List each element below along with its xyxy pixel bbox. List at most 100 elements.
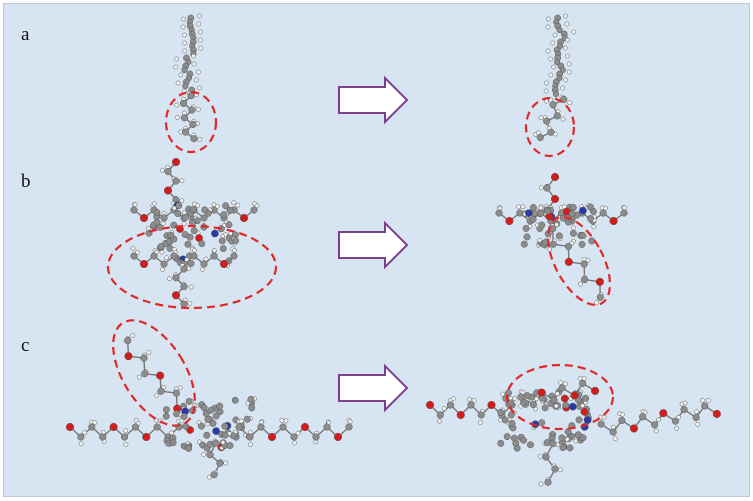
atom-C: [555, 232, 563, 240]
atom-C: [222, 202, 230, 210]
atom-C: [206, 440, 214, 448]
atom-H: [555, 391, 560, 397]
atom-C: [538, 221, 546, 229]
atom-H: [546, 16, 551, 22]
atom-H: [538, 185, 544, 191]
atom-O: [580, 407, 589, 416]
atom-C: [529, 204, 537, 211]
atom-C: [131, 423, 139, 431]
atom-C: [550, 396, 558, 404]
atom-C: [180, 300, 188, 308]
atom-C: [446, 401, 455, 409]
atom-C: [216, 459, 224, 467]
atom-H: [123, 428, 129, 434]
atom-H: [578, 281, 583, 287]
atom-C: [542, 453, 550, 461]
atom-H: [197, 13, 202, 19]
atom-H: [184, 257, 190, 262]
atom-H: [212, 248, 217, 253]
atom-C: [231, 396, 239, 404]
atom-N: [568, 402, 577, 411]
atom-C: [529, 401, 537, 409]
atom-O: [333, 432, 343, 442]
atom-C: [507, 399, 515, 407]
atom-H: [558, 467, 563, 473]
atom-H: [195, 203, 200, 208]
atom-H: [197, 136, 203, 142]
atom-C: [172, 274, 180, 282]
atom-O: [456, 410, 465, 420]
atom-C: [225, 221, 233, 229]
atom-H: [179, 178, 185, 184]
figure-canvas: a b c: [3, 3, 750, 497]
atom-C: [190, 252, 198, 260]
atom-C: [210, 252, 218, 260]
atom-O: [505, 216, 514, 226]
atom-H: [174, 56, 179, 62]
atom-H: [695, 422, 701, 427]
atom-O: [267, 432, 277, 442]
atom-H: [550, 40, 555, 46]
atom-C: [549, 240, 557, 248]
atom-H: [653, 428, 659, 434]
atom-C: [243, 415, 251, 423]
atom-H: [178, 72, 184, 78]
atom-C: [160, 260, 168, 268]
atom-H: [197, 85, 202, 91]
atom-C: [508, 419, 516, 427]
atom-C: [190, 227, 198, 235]
atom-H: [622, 205, 627, 211]
atom-C: [507, 411, 515, 419]
panel-label-a: a: [21, 24, 30, 45]
atom-H: [545, 48, 551, 54]
atom-C: [220, 211, 228, 219]
atom-C: [554, 58, 561, 66]
atom-C: [544, 478, 552, 486]
atom-H: [705, 397, 711, 403]
dashed-ellipse: [546, 216, 612, 306]
atom-H: [548, 72, 554, 78]
atom-C: [246, 433, 254, 441]
atom-H: [191, 61, 197, 67]
atom-C: [544, 207, 552, 215]
atom-C: [436, 411, 444, 419]
atom-C: [579, 379, 587, 387]
atom-C: [198, 422, 205, 430]
atom-H: [537, 454, 543, 459]
atom-C: [558, 434, 566, 442]
atom-C: [250, 206, 258, 214]
atom-C: [130, 206, 138, 214]
atom-O: [550, 194, 560, 204]
atom-C: [552, 90, 560, 98]
atom-H: [182, 48, 188, 54]
atom-H: [544, 80, 549, 86]
atom-C: [218, 237, 226, 245]
atom-C: [312, 433, 320, 441]
atom-N: [525, 209, 533, 217]
atom-C: [99, 433, 107, 441]
atom-C: [257, 423, 265, 431]
dashed-ellipse: [164, 90, 218, 154]
atom-O: [109, 422, 118, 432]
atom-C: [120, 433, 129, 441]
atom-C: [164, 167, 172, 176]
atom-H: [175, 80, 181, 86]
atom-H: [192, 248, 197, 253]
atom-C: [174, 210, 182, 218]
atom-O: [560, 394, 569, 403]
atom-H: [552, 32, 558, 38]
atom-H: [471, 398, 477, 403]
atom-H: [130, 333, 136, 338]
atom-C: [559, 444, 567, 452]
atom-C: [153, 218, 161, 226]
atom-C: [180, 114, 189, 122]
atom-C: [230, 432, 237, 440]
atom-C: [185, 397, 193, 405]
atom-C: [497, 408, 505, 416]
atom-C: [589, 207, 597, 215]
atom-C: [202, 410, 210, 418]
atom-C: [157, 243, 165, 250]
atom-H: [92, 420, 98, 425]
atom-H: [500, 391, 506, 397]
atom-C: [517, 393, 525, 401]
